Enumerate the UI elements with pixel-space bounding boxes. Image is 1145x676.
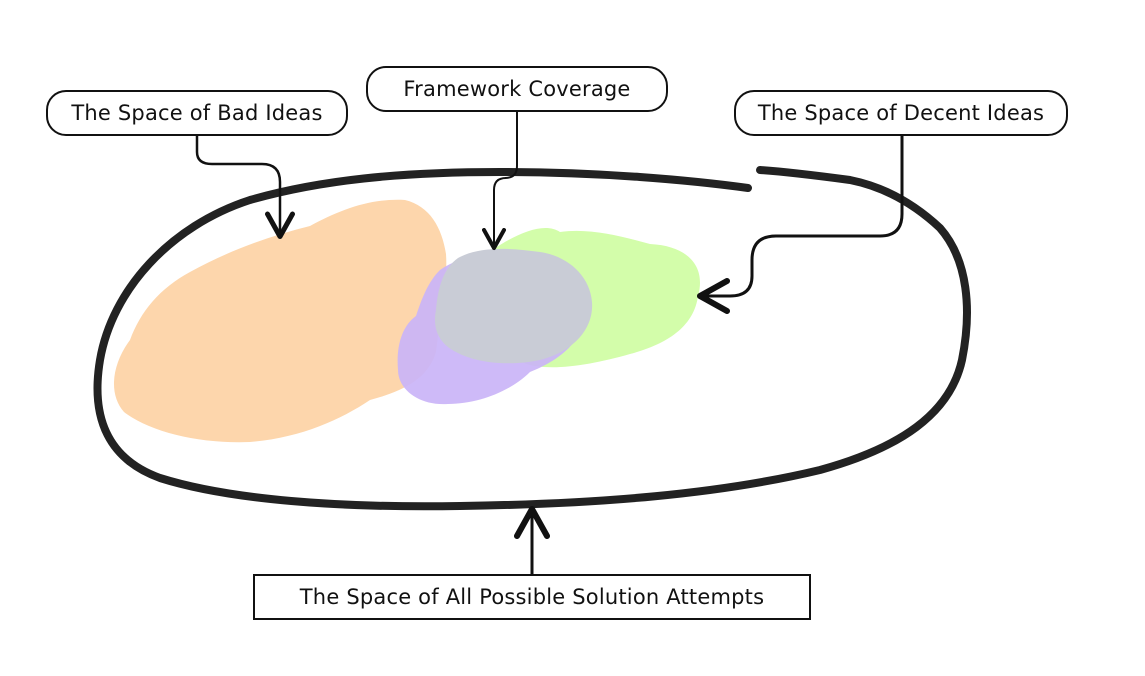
overlap-region [434, 248, 593, 364]
all-attempts-label: The Space of All Possible Solution Attem… [253, 574, 811, 620]
framework-coverage-label: Framework Coverage [366, 66, 668, 112]
decent-ideas-label: The Space of Decent Ideas [734, 90, 1068, 136]
decent-ideas-arrow [697, 136, 904, 314]
framework-coverage-arrow [482, 112, 518, 250]
bad-ideas-arrow [195, 136, 295, 239]
all-attempts-boundary [93, 166, 971, 511]
bad-ideas-region [113, 199, 447, 443]
bad-ideas-label: The Space of Bad Ideas [46, 90, 348, 136]
